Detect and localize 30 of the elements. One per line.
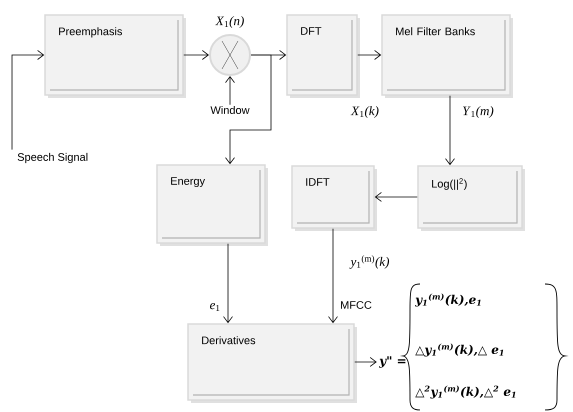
input-label: Window [210,106,250,114]
process-box: Preemphasis [44,14,186,98]
edge-label: Y$_{1}$(m) [461,105,495,119]
edge-label: MFCC [339,300,373,310]
input-label: Speech Signal [18,152,88,164]
multiplier-circle [209,34,251,76]
process-box: DFT [286,14,360,98]
formula-text: y$_{1}$$^{(m)}$(k),e$_{1}$ [414,293,481,307]
arrow [12,50,44,150]
formula-text: y" = [378,356,406,368]
formula-text: △$^{2}$y$_{1}$$^{(m)}$(k),△$^{2}$ e$_{1}$ [415,385,516,399]
arrow [225,76,235,106]
formula-text: △y$_{1}$$^{(m)}$(k),△ e$_{1}$ [415,343,504,357]
process-box: Mel Filter Banks [381,14,513,98]
process-box: Log(||$^{2}$) [417,165,525,231]
arrow [225,54,272,164]
signal-label: y$_{1}$$^{(m)}$(k) [349,255,390,269]
arrow [374,192,418,202]
arrow [223,243,233,324]
edge-label: X$_{1}$(k) [350,105,380,119]
arrow [354,357,377,367]
edge-label: e$_{1}$ [208,302,222,312]
arrow [183,50,209,60]
signal-label: X$_{1}$(n) [215,16,244,28]
process-box: Energy [156,164,268,246]
arrow [328,228,338,324]
process-box: Derivatives [187,323,357,403]
process-box: IDFT [291,165,377,231]
arrow [445,95,455,166]
arrow [357,50,382,60]
